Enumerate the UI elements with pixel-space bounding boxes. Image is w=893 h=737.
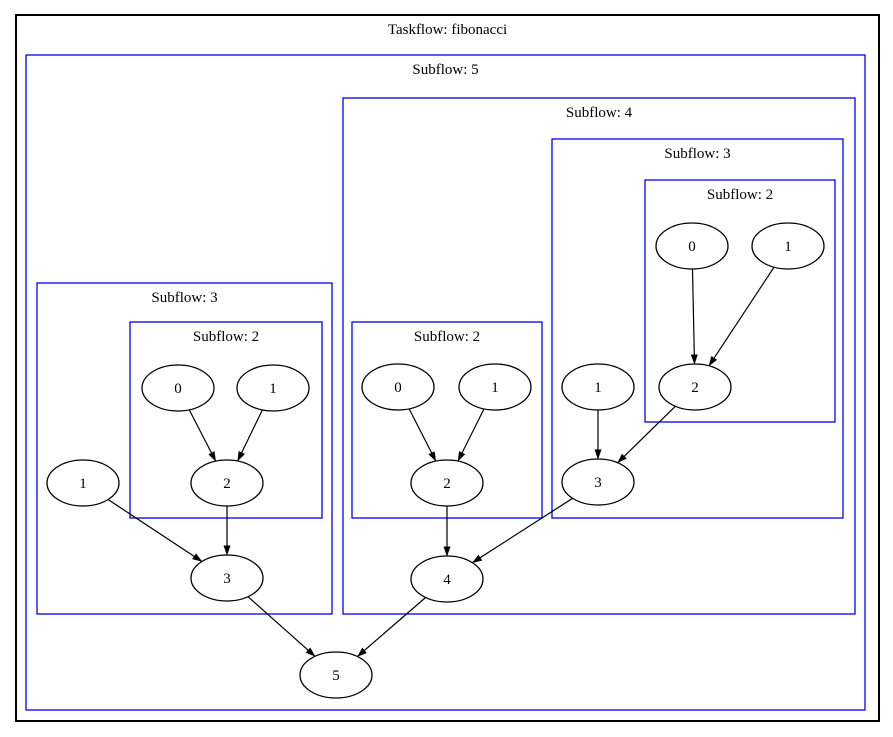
task-node-label-L1: 1 — [269, 381, 277, 397]
subflow-label-sf3L: Subflow: 3 — [151, 290, 217, 306]
subflow-label-sf2R: Subflow: 2 — [707, 187, 773, 203]
task-node-R1 — [751, 222, 825, 270]
subflow-label-sf4: Subflow: 4 — [566, 105, 633, 121]
task-node-label-R2: 2 — [691, 380, 699, 396]
task-node-label-R1: 1 — [784, 239, 792, 255]
task-node-R3 — [561, 458, 635, 506]
task-node-label-M4: 4 — [443, 572, 451, 588]
edge-R3-M4 — [471, 497, 573, 564]
edge-R0-R2 — [690, 268, 698, 365]
edge-L3-N5 — [247, 596, 316, 657]
edge-M1-M2 — [457, 408, 485, 462]
task-node-L3 — [190, 554, 264, 602]
subflow-label-sf2M: Subflow: 2 — [414, 329, 480, 345]
task-node-label-L2: 2 — [223, 476, 231, 492]
subflow-label-sf3R: Subflow: 3 — [664, 146, 730, 162]
task-node-M4 — [410, 555, 484, 603]
subflow-box-sf2R — [644, 179, 836, 423]
subflow-box-sf3L — [36, 282, 333, 615]
task-node-label-L3: 3 — [223, 571, 231, 587]
task-node-R1out — [561, 363, 635, 411]
task-node-R2 — [658, 363, 732, 411]
edge-R1-R2 — [708, 266, 775, 367]
taskflow-label: Taskflow: fibonacci — [388, 22, 507, 38]
task-node-label-R0: 0 — [688, 239, 696, 255]
task-node-label-M1: 1 — [491, 380, 499, 396]
edge-L1-L2 — [237, 409, 263, 462]
edge-M0-M2 — [408, 408, 437, 462]
task-node-label-R1out: 1 — [594, 380, 602, 396]
subflow-box-sf3R — [551, 138, 844, 519]
task-node-M1 — [458, 363, 532, 411]
task-node-L1out — [46, 459, 120, 507]
task-node-label-M0: 0 — [394, 380, 402, 396]
edge-L1out-L3 — [107, 499, 203, 562]
edge-R2-R3 — [617, 405, 676, 464]
task-node-label-N5: 5 — [332, 668, 340, 684]
task-node-M0 — [361, 363, 435, 411]
task-node-L1 — [236, 364, 310, 412]
edge-L0-L2 — [188, 409, 217, 462]
task-node-N5 — [299, 651, 373, 699]
subflow-box-sf4 — [342, 97, 856, 615]
task-node-M2 — [410, 459, 484, 507]
task-node-label-L1out: 1 — [79, 476, 87, 492]
taskflow-box — [15, 14, 880, 722]
subflow-label-sf5: Subflow: 5 — [412, 62, 478, 78]
task-node-L0 — [141, 364, 215, 412]
task-node-L2 — [190, 459, 264, 507]
subflow-box-sf5 — [25, 54, 866, 711]
task-node-label-M2: 2 — [443, 476, 451, 492]
subflow-box-sf2L — [129, 321, 323, 519]
task-node-label-R3: 3 — [594, 475, 602, 491]
task-node-label-L0: 0 — [174, 381, 182, 397]
task-node-R0 — [655, 222, 729, 270]
subflow-label-sf2L: Subflow: 2 — [193, 329, 259, 345]
edge-M4-N5 — [356, 597, 427, 657]
